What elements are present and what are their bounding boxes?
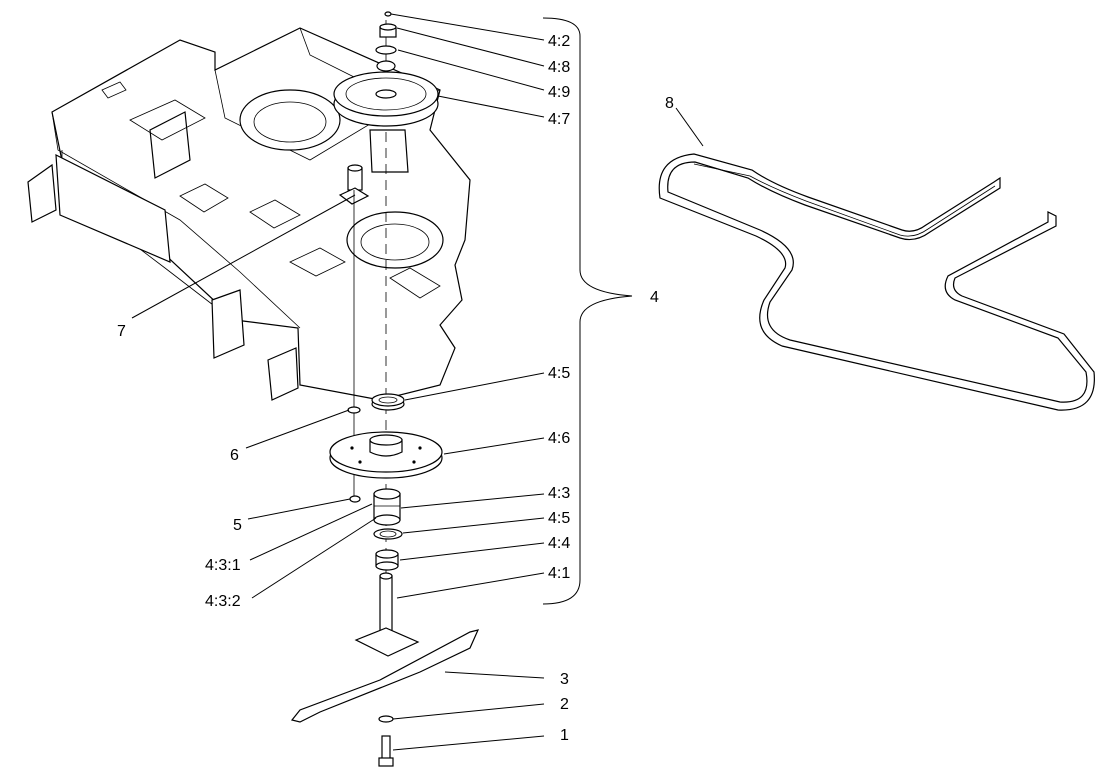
bearing-4-5-lower [373,528,403,540]
callout-4-3-2: 4:3:2 [205,593,241,610]
callout-4-5-upper: 4:5 [548,365,570,382]
callout-4-8: 4:8 [548,59,570,76]
spacer-4-9 [376,60,396,72]
callout-4: 4 [650,289,659,306]
washer-6 [347,406,361,414]
callout-7: 7 [117,323,126,340]
callout-4-2: 4:2 [548,33,570,50]
callout-8: 8 [665,95,674,112]
pulley-4-7 [333,71,439,127]
bolt-1 [378,735,394,767]
callouts: 4:2 4:8 4:9 4:7 8 4 7 4:5 6 4:6 4:3 5 4:… [117,33,674,744]
seal-4-4 [375,549,399,571]
callout-6: 6 [230,447,239,464]
callout-1: 1 [560,727,569,744]
callout-5: 5 [233,517,242,534]
callout-3: 3 [560,671,569,688]
bearing-4-5-upper [371,393,405,411]
nut-5 [349,495,361,503]
washer-4-8 [375,45,397,55]
bearing-4-3 [373,488,401,526]
callout-4-9: 4:9 [548,84,570,101]
blade-3 [290,629,480,723]
nut-4-2 [379,11,397,38]
callout-4-5-lower: 4:5 [548,510,570,527]
callout-4-4: 4:4 [548,535,570,552]
callout-2: 2 [560,696,569,713]
callout-4-3-1: 4:3:1 [205,557,241,574]
drive-belt-8 [658,153,1095,411]
spindle-shaft-4-1 [354,572,420,657]
housing-plate-4-6 [329,431,443,479]
callout-4-6: 4:6 [548,430,570,447]
callout-4-7: 4:7 [548,111,570,128]
washer-2 [378,715,394,723]
assembly-brace [542,17,633,605]
leader-lines [131,13,704,751]
spindle-assembly [290,11,480,767]
callout-4-1: 4:1 [548,565,570,582]
callout-4-3: 4:3 [548,485,570,502]
